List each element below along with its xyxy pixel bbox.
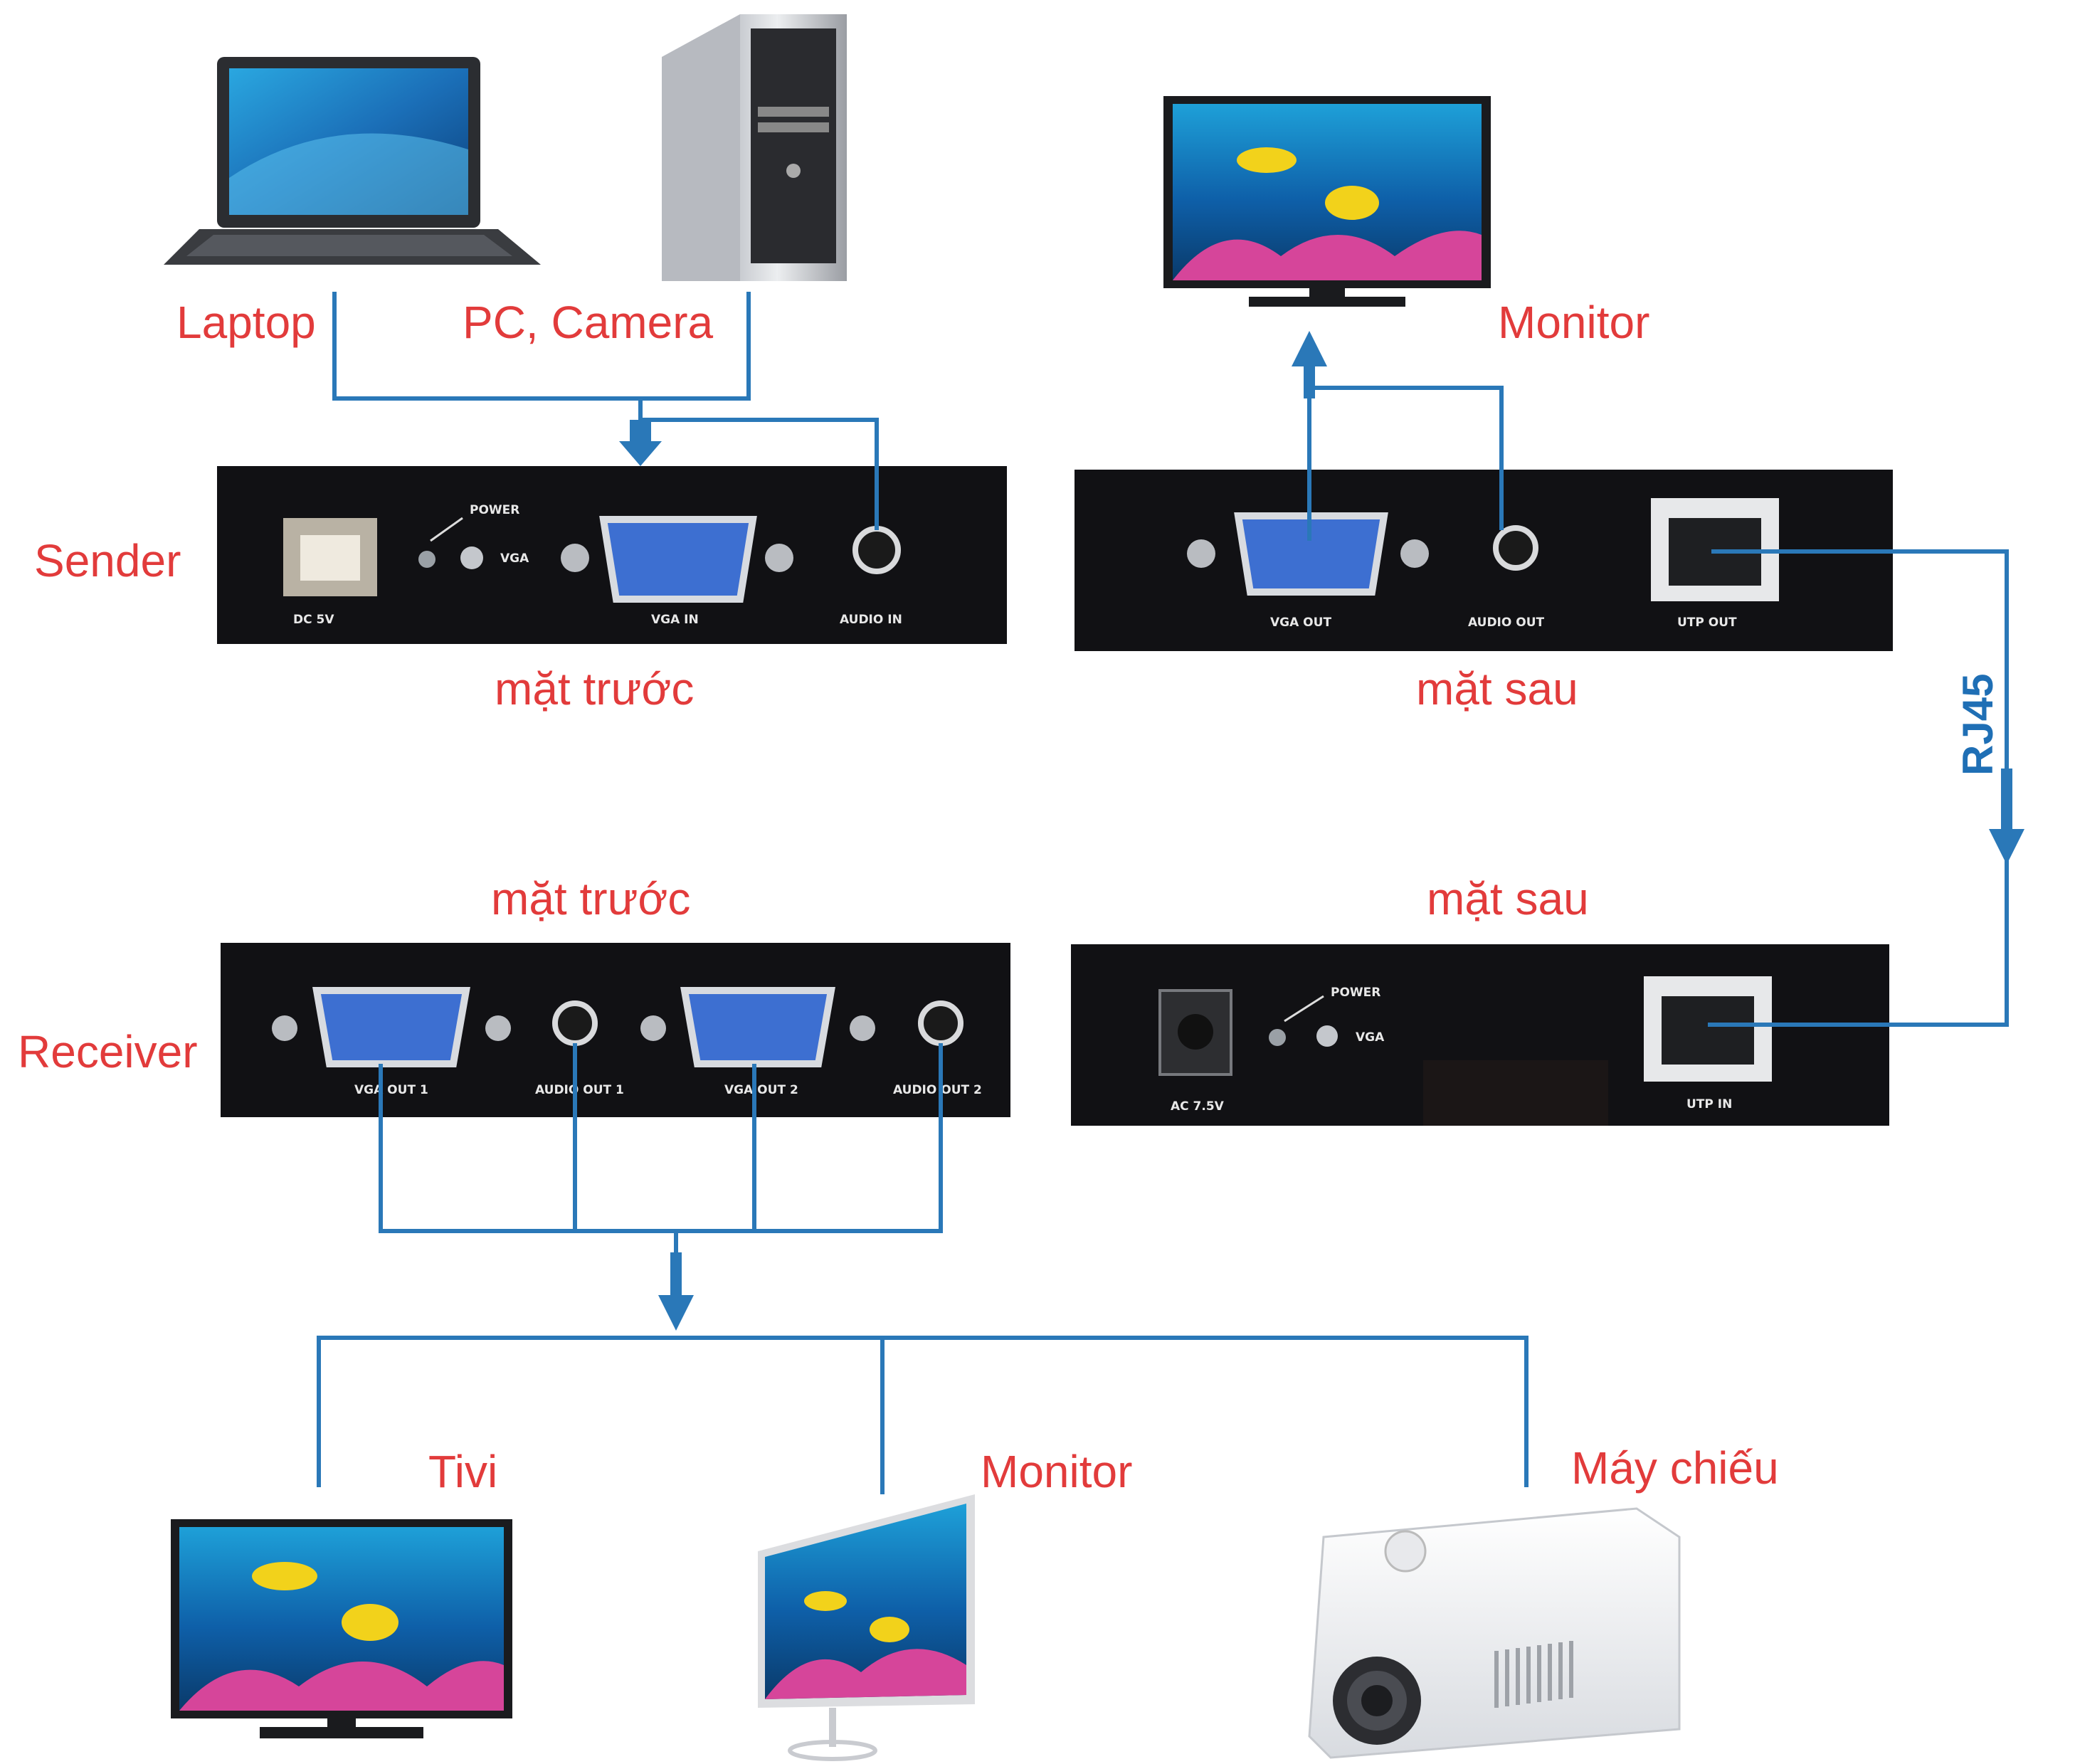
- tivi-image: [171, 1519, 512, 1738]
- pc-camera-label: PC, Camera: [463, 297, 714, 348]
- vga-led-text: VGA: [500, 551, 529, 566]
- audio-out-1-text: AUDIO OUT 1: [535, 1083, 624, 1097]
- projector-image: [1308, 1507, 1681, 1759]
- monitor-top-image: [1163, 96, 1491, 307]
- vga-in-port: [599, 516, 757, 603]
- power-text: POWER: [470, 503, 519, 517]
- audio-out-jack: [1493, 525, 1538, 571]
- sender-front-label: mặt trước: [495, 663, 694, 714]
- arrow-up-to-monitor: [1292, 331, 1327, 366]
- receiver-front-panel: VGA OUT 1 AUDIO OUT 1 VGA OUT 2 AUDIO OU…: [221, 943, 1010, 1117]
- monitor-bottom-image: [758, 1494, 975, 1761]
- arrow-rj45-down: [1989, 769, 2024, 865]
- vga-in-text: VGA IN: [651, 613, 699, 627]
- receiver-label: Receiver: [18, 1026, 198, 1077]
- vga-out-2-port: [680, 987, 835, 1067]
- receiver-front-label: mặt trước: [491, 873, 690, 924]
- utp-out-text: UTP OUT: [1677, 616, 1737, 630]
- monitor-top-label: Monitor: [1498, 297, 1649, 348]
- dc-5v-text: DC 5V: [293, 613, 334, 627]
- arrow-to-outputs: [658, 1252, 694, 1331]
- arrow-into-sender: [619, 420, 662, 466]
- monitor-bottom-label: Monitor: [981, 1446, 1132, 1497]
- vga-out-2-text: VGA OUT 2: [724, 1083, 798, 1097]
- ac-text: AC 7.5V: [1171, 1099, 1225, 1114]
- vga-out-text: VGA OUT: [1270, 616, 1331, 630]
- tivi-label: Tivi: [428, 1446, 497, 1497]
- audio-out-1-jack: [552, 1000, 598, 1046]
- redacted-block: [1423, 1060, 1608, 1126]
- projector-label: Máy chiếu: [1571, 1442, 1779, 1494]
- audio-out-2-jack: [918, 1000, 963, 1046]
- pc-tower-image: [662, 14, 847, 281]
- sender-front-panel: DC 5V POWER VGA VGA IN AUDIO IN: [217, 466, 1007, 644]
- laptop-image: [164, 57, 541, 265]
- vga-out-1-text: VGA OUT 1: [354, 1083, 428, 1097]
- laptop-label: Laptop: [176, 297, 316, 348]
- utp-in-text: UTP IN: [1686, 1097, 1732, 1111]
- audio-out-text: AUDIO OUT: [1468, 616, 1545, 630]
- audio-in-jack: [852, 526, 901, 574]
- sender-back-panel: VGA OUT AUDIO OUT UTP OUT: [1075, 470, 1893, 651]
- rj45-label: RJ45: [1954, 674, 2002, 776]
- sender-back-label: mặt sau: [1416, 663, 1578, 714]
- vga-out-1-port: [312, 987, 470, 1067]
- receiver-back-label: mặt sau: [1427, 873, 1589, 924]
- sender-label: Sender: [34, 535, 181, 586]
- rx-power-text: POWER: [1331, 986, 1380, 1000]
- audio-in-text: AUDIO IN: [840, 613, 902, 627]
- audio-out-2-text: AUDIO OUT 2: [893, 1083, 982, 1097]
- rx-vga-led-text: VGA: [1356, 1030, 1385, 1045]
- flow-arrows: [619, 331, 2024, 1331]
- vga-out-port: [1234, 512, 1388, 596]
